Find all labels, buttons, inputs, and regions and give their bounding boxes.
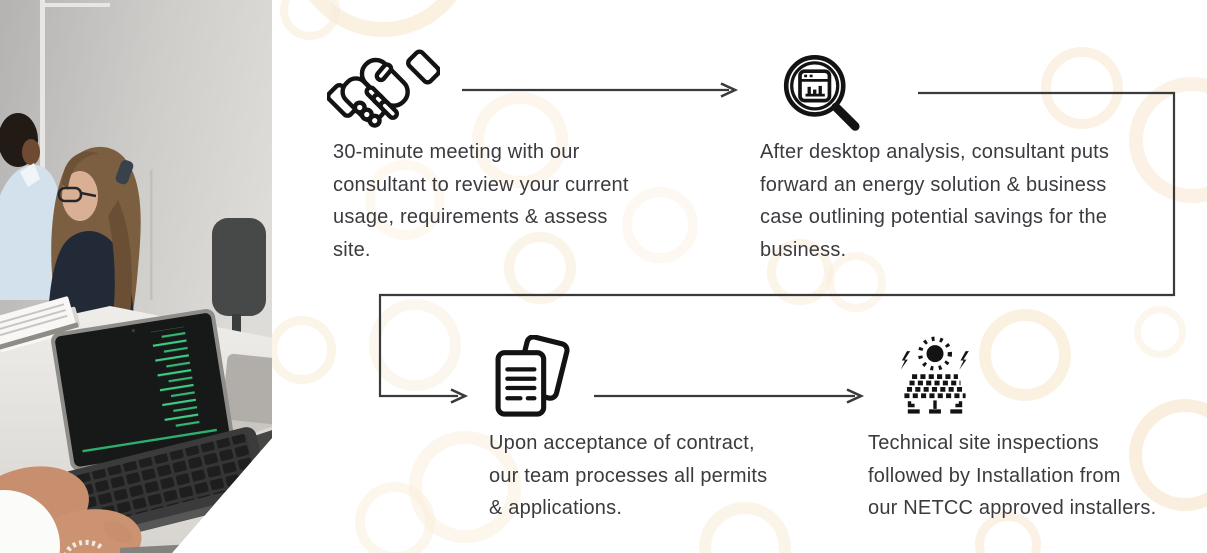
decor-circle bbox=[826, 252, 886, 312]
decor-circle bbox=[1134, 306, 1186, 358]
arrowhead bbox=[450, 388, 469, 404]
handshake-icon bbox=[327, 49, 440, 128]
solar-installation-icon bbox=[900, 336, 969, 414]
desktop-analysis-icon bbox=[783, 55, 860, 131]
decor-circle bbox=[369, 299, 461, 391]
connector-step2-to-step3 bbox=[378, 91, 1176, 398]
decor-circle bbox=[504, 232, 576, 304]
decor-circle bbox=[280, 0, 340, 40]
arrowhead bbox=[846, 388, 865, 404]
step-2-description: After desktop analysis, consultant puts … bbox=[760, 141, 1110, 261]
decor-circle bbox=[1041, 47, 1123, 129]
decor-circle bbox=[975, 512, 1041, 553]
step-3-description: Upon acceptance of contract, our team pr… bbox=[489, 432, 768, 519]
contract-documents-icon bbox=[495, 335, 570, 417]
arrowhead bbox=[720, 82, 739, 98]
team-meeting-photo bbox=[0, 0, 273, 553]
step-4-description: Technical site inspections followed by I… bbox=[868, 432, 1157, 519]
decor-circle bbox=[268, 316, 336, 384]
decor-circle bbox=[365, 160, 445, 240]
step-1-description: 30-minute meeting with our consultant to… bbox=[333, 141, 629, 261]
decor-circle bbox=[622, 187, 698, 263]
